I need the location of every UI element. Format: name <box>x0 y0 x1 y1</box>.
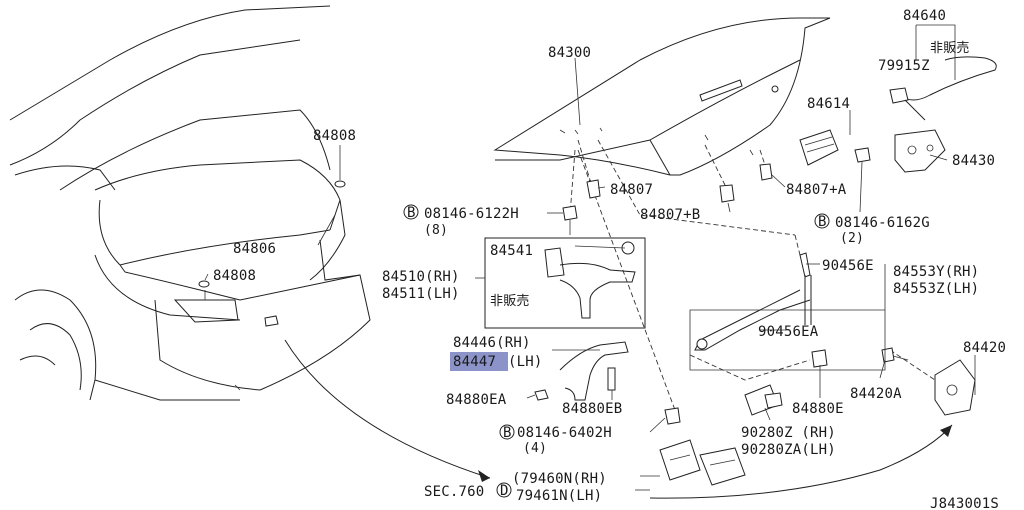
leader-lines <box>569 139 936 411</box>
label-84880ea: 84880EA <box>446 392 507 408</box>
label-84510-note: 非販売 <box>490 293 530 309</box>
car-body <box>9 5 371 401</box>
label-79461n: 79461N(LH) <box>516 488 602 504</box>
label-84807b: 84807+B <box>640 207 700 223</box>
label-08146-6162g-qty: (2) <box>840 231 864 246</box>
label-08146-6402h-qty: (4) <box>523 441 547 456</box>
label-79915z: 79915Z <box>878 58 930 74</box>
label-84553y: 84553Y(RH) <box>893 264 979 280</box>
label-84806: 84806 <box>233 241 276 257</box>
bolt-mark-1: B <box>407 205 416 221</box>
reference-arrows <box>284 339 953 499</box>
label-84420a: 84420A <box>850 386 902 402</box>
label-90280za: 90280ZA(LH) <box>741 442 836 458</box>
label-84880eb: 84880EB <box>562 401 622 417</box>
label-90280z: 90280Z (RH) <box>741 425 836 441</box>
label-84300: 84300 <box>548 45 591 61</box>
label-sec-760: SEC.760 <box>424 484 484 500</box>
label-84446: 84446(RH) <box>453 335 531 351</box>
sec-mark: D <box>500 483 509 499</box>
label-84541: 84541 <box>490 243 533 259</box>
label-leaders <box>204 24 976 491</box>
bolt-mark-3: B <box>503 425 512 441</box>
label-90456e: 90456E <box>822 258 874 274</box>
label-84614: 84614 <box>807 96 850 112</box>
bolt-mark-2: B <box>818 214 827 230</box>
label-84808-mid: 84808 <box>213 268 256 284</box>
label-84553z: 84553Z(LH) <box>893 281 979 297</box>
label-84447-suffix: (LH) <box>508 354 543 370</box>
label-84640: 84640 <box>903 8 946 24</box>
label-84510: 84510(RH) <box>382 269 460 285</box>
label-08146-6162g: 08146-6162G <box>835 215 930 231</box>
part-highlight <box>450 352 508 371</box>
label-08146-6122h: 08146-6122H <box>424 206 519 222</box>
label-84511: 84511(LH) <box>382 286 460 302</box>
trunk-lid <box>493 17 831 176</box>
label-79460n: (79460N(RH) <box>512 471 607 487</box>
part-shapes <box>484 56 997 486</box>
part-labels: 84300 84640 非販売 79915Z 84614 84430 84808… <box>213 8 1006 510</box>
label-08146-6402h: 08146-6402H <box>517 425 612 441</box>
label-90456ea: 90456EA <box>758 324 819 340</box>
label-84420: 84420 <box>963 340 1006 356</box>
label-84447: 84447 <box>453 354 496 370</box>
label-08146-6122h-qty: (8) <box>424 223 448 238</box>
label-84640-note: 非販売 <box>930 40 970 56</box>
label-84808-top: 84808 <box>313 128 356 144</box>
label-84807a: 84807+A <box>786 182 847 198</box>
diagram-code: J843001S <box>930 496 999 510</box>
label-84430: 84430 <box>952 153 995 169</box>
label-84880e: 84880E <box>792 401 844 417</box>
bolt-markers <box>403 204 830 498</box>
label-84807: 84807 <box>610 182 653 198</box>
